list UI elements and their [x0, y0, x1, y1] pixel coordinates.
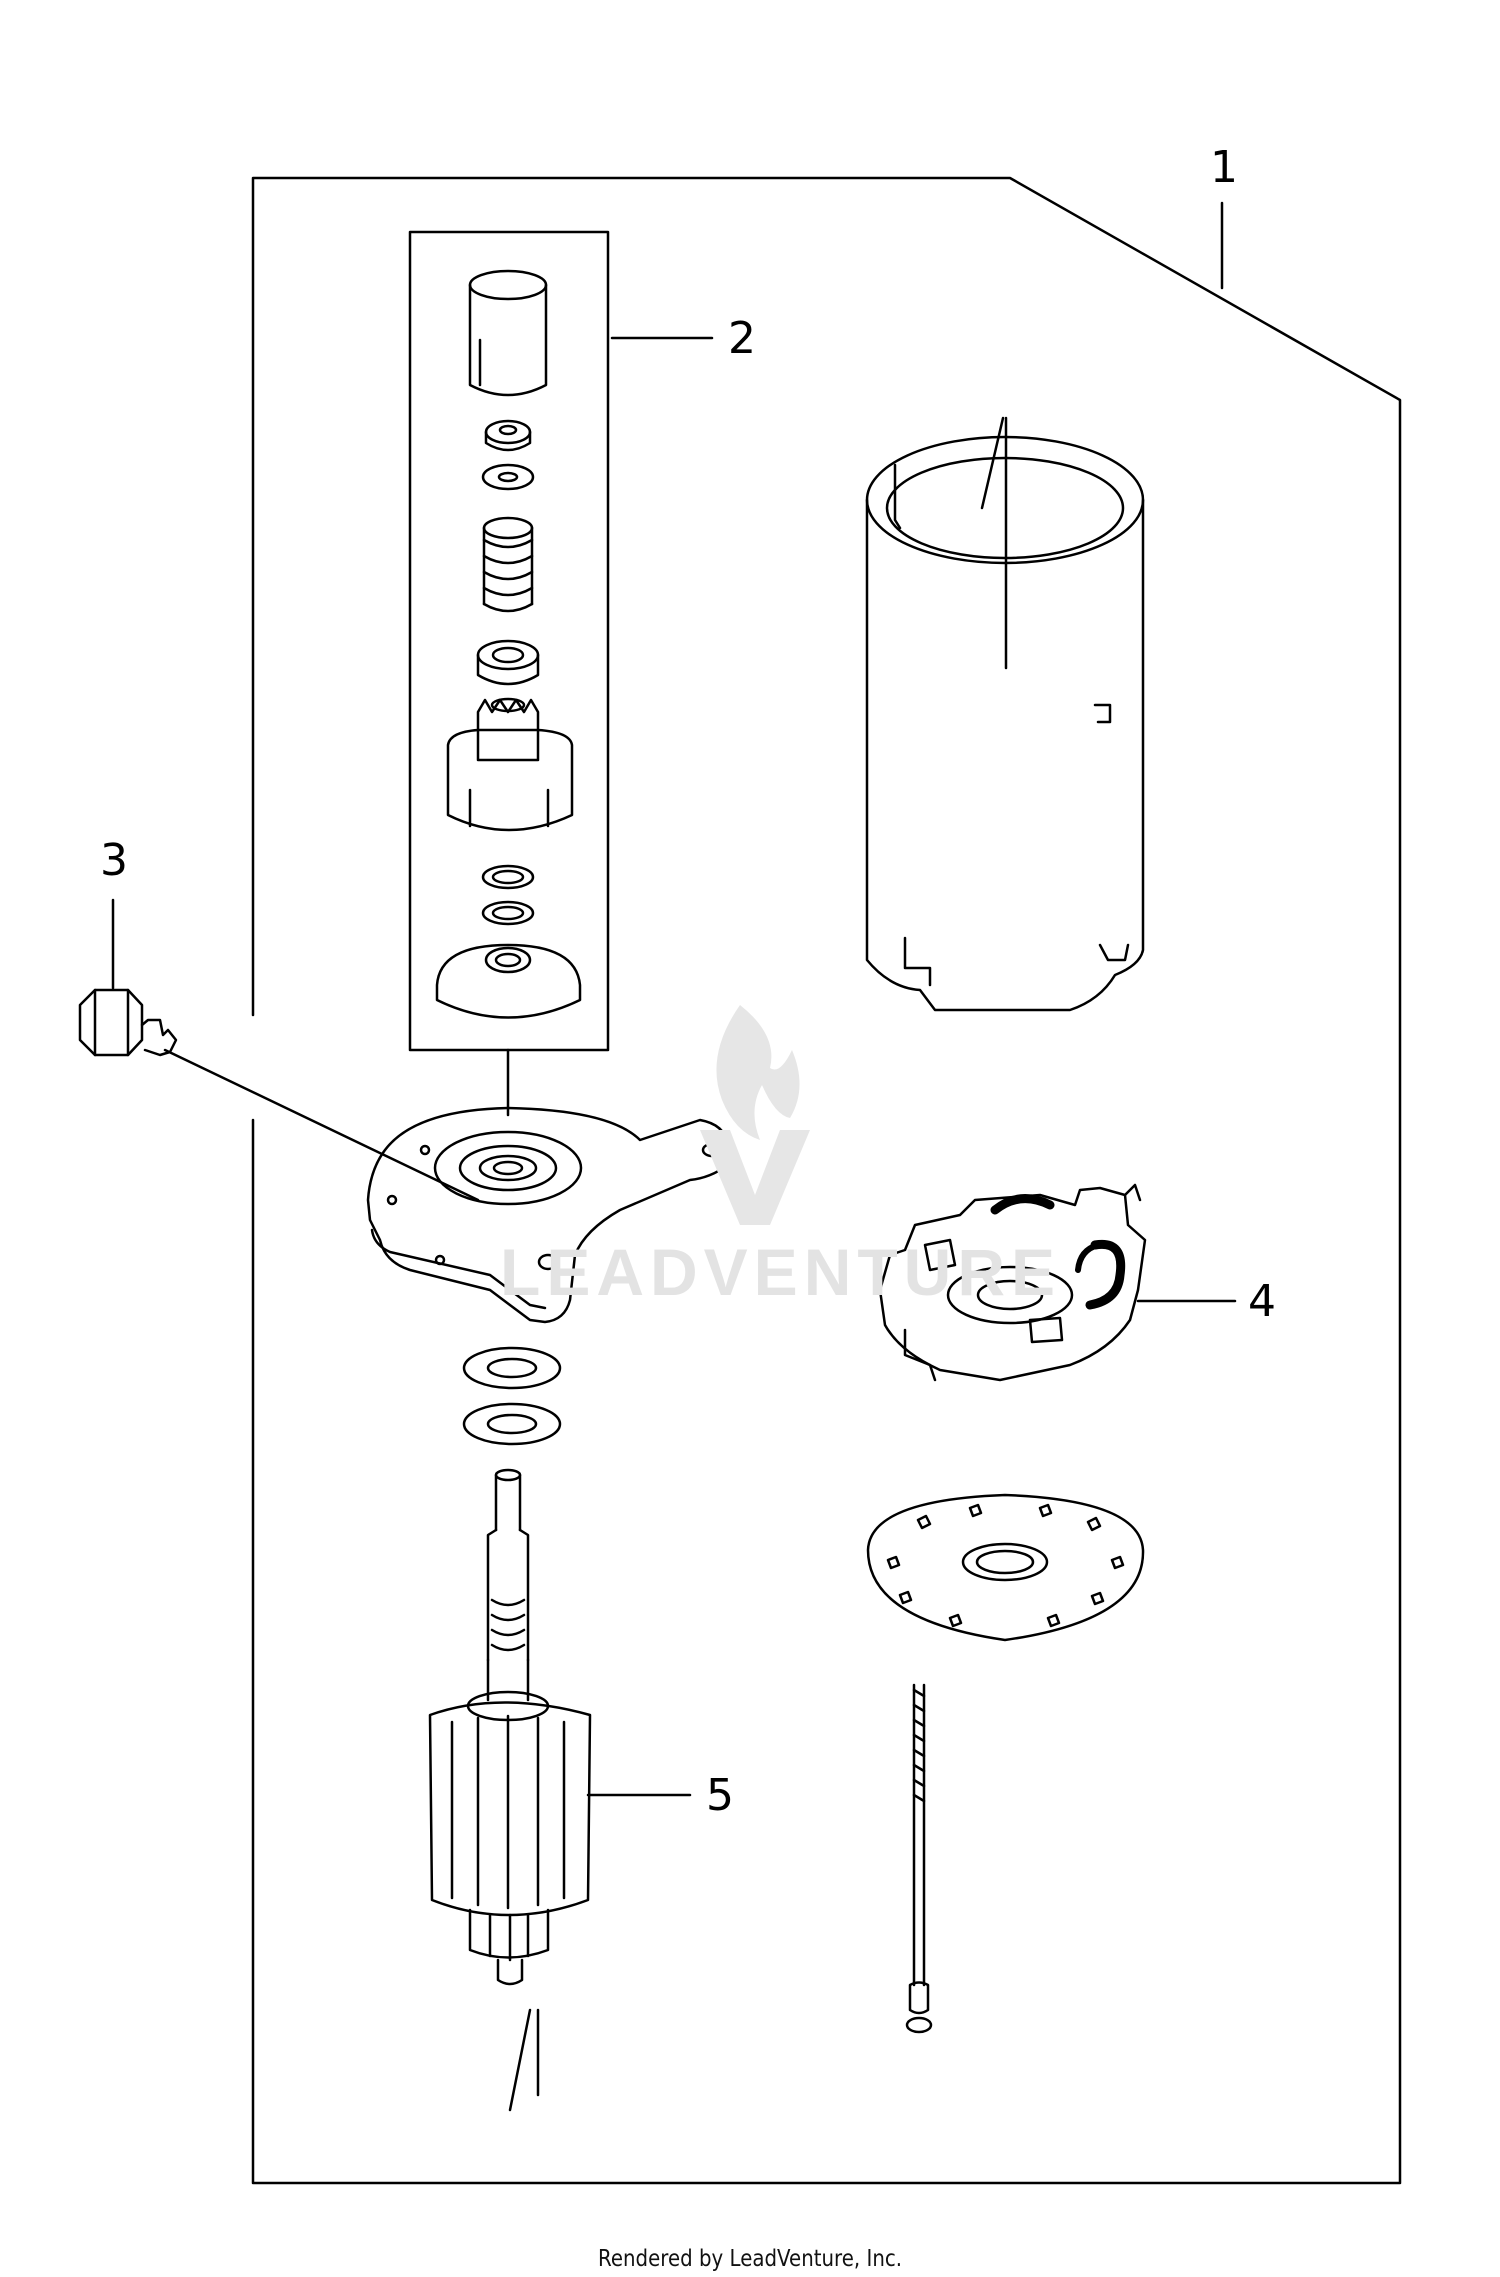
- footer-credit: Rendered by LeadVenture, Inc.: [597, 2246, 903, 2272]
- leadventure-watermark: LEADVENTURE: [500, 1005, 1061, 1309]
- callout-2: 2: [728, 313, 756, 364]
- assembly-boundary: [251, 176, 1402, 2185]
- end-plate: [866, 1493, 1145, 1642]
- flame-logo-icon: [716, 1005, 800, 1140]
- callout-4: 4: [1248, 1276, 1276, 1327]
- mounting-bracket: [366, 1106, 730, 1324]
- armature: [428, 1468, 592, 1986]
- brush-holder: [878, 1183, 1147, 1382]
- housing-axis-a: [980, 416, 1005, 510]
- motor-housing: [865, 435, 1145, 1012]
- callout-1: 1: [1210, 142, 1238, 193]
- bracket-washers: [462, 1346, 562, 1446]
- bolt: [78, 988, 178, 1057]
- callout-3: 3: [100, 835, 128, 886]
- through-bolt: [905, 1683, 933, 2034]
- armature-axis-a: [508, 2008, 532, 2112]
- watermark-text: LEADVENTURE: [500, 1235, 1061, 1309]
- bolt-axis-line: [163, 1048, 480, 1202]
- callout-5: 5: [706, 1770, 734, 1821]
- drive-kit-parts: [435, 269, 582, 1019]
